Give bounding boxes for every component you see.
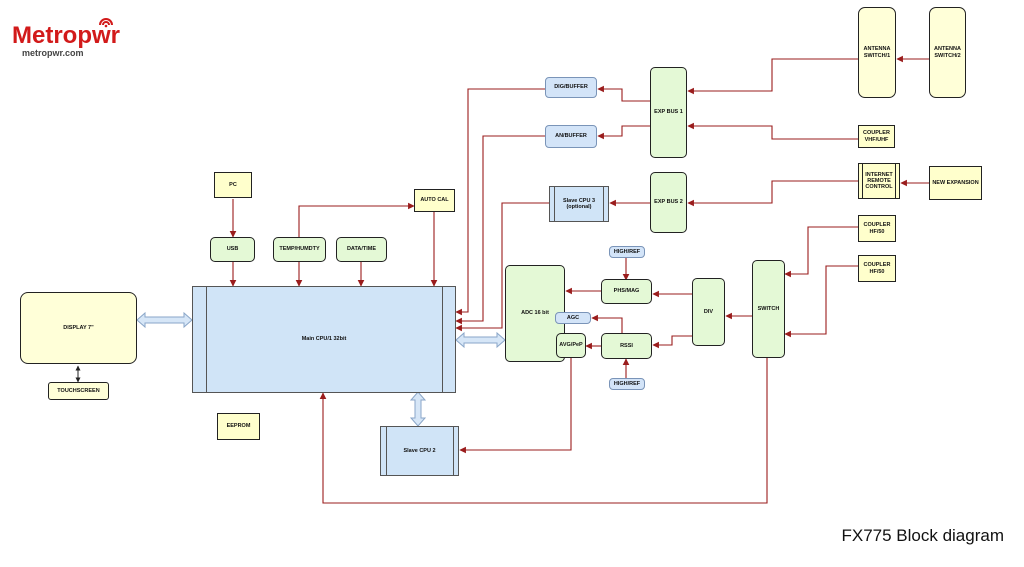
- block-main-cpu: Main CPU/1 32bit: [192, 286, 456, 393]
- block-coupler-hf50-1: COUPLER HF/50: [858, 215, 896, 242]
- block-data-time: DATA/TIME: [336, 237, 387, 262]
- wire-rssi-to-agc: [591, 314, 623, 333]
- diagram-title: FX775 Block diagram: [841, 526, 1004, 545]
- block-touchscreen: TOUCHSCREEN: [48, 382, 109, 400]
- block-high-ref-bottom: HIGH/REF: [609, 378, 645, 390]
- wire-anbuffer-to-maincpu: [455, 135, 545, 325]
- block-pc: PC: [214, 172, 252, 198]
- wire-couplerhf1-to-switch: [784, 226, 858, 278]
- block-antenna-switch-1: ANTENNA SWITCH/1: [858, 7, 896, 98]
- block-new-expansion: NEW EXPANSION: [929, 166, 982, 200]
- block-adc-16-bit: ADC 16 bit: [505, 265, 565, 362]
- signal-wires: [229, 55, 929, 504]
- slave-cpu-2-label: Slave CPU 2: [403, 447, 436, 454]
- block-usb: USB: [210, 237, 255, 262]
- wire-antenna-to-expbus1: [687, 58, 858, 95]
- wire-temp-to-autocal: [298, 202, 415, 237]
- wire-remote-to-expbus2: [687, 180, 858, 207]
- wire-avgpep-to-slavecpu2: [459, 358, 572, 454]
- wire-expbus1-to-digbuffer: [597, 85, 650, 102]
- slave-cpu-3-label: Slave CPU 3 (optional): [562, 197, 596, 210]
- wire-digbuffer-to-maincpu: [455, 88, 545, 316]
- block-slave-cpu-3: Slave CPU 3 (optional): [549, 186, 609, 222]
- metropwr-logo-url: metropwr.com: [22, 48, 84, 58]
- bus-maincpu-slavecpu2: [409, 391, 427, 427]
- bus-maincpu-adc: [455, 331, 506, 349]
- bus-display-maincpu: [136, 311, 193, 329]
- wire-div-to-rssi: [652, 335, 692, 349]
- block-phs-mag: PHS/MAG: [601, 279, 652, 304]
- block-switch: SWITCH: [752, 260, 785, 358]
- block-exp-bus-1: EXP BUS 1: [650, 67, 687, 158]
- main-cpu-label: Main CPU/1 32bit: [301, 336, 347, 343]
- wire-couplerhf2-to-switch: [784, 265, 858, 338]
- block-antenna-switch-2: ANTENNA SWITCH/2: [929, 7, 966, 98]
- metropwr-logo: Metropwr: [12, 22, 120, 49]
- block-exp-bus-2: EXP BUS 2: [650, 172, 687, 233]
- block-display-7: DISPLAY 7": [20, 292, 137, 364]
- block-high-ref-top: HIGH/REF: [609, 246, 645, 258]
- block-eeprom: EEPROM: [217, 413, 260, 440]
- internet-remote-control-label: INTERNET REMOTE CONTROL: [865, 171, 893, 191]
- block-auto-cal: AUTO CAL: [414, 189, 455, 212]
- wire-switch-to-maincpu: [319, 358, 768, 504]
- wire-slavecpu3-to-maincpu: [455, 202, 549, 332]
- block-an-buffer: AN/BUFFER: [545, 125, 597, 148]
- block-div: DIV: [692, 278, 725, 346]
- block-dig-buffer: DIG/BUFFER: [545, 77, 597, 98]
- block-internet-remote-control: INTERNET REMOTE CONTROL: [858, 163, 900, 199]
- block-rssi: RSSI: [601, 333, 652, 359]
- wifi-signal-icon: [99, 18, 113, 28]
- block-avg-pep: AVG/PeP: [556, 333, 586, 358]
- block-coupler-vhf-uhf: COUPLER VHF/UHF: [858, 125, 895, 148]
- wire-coupler-vhf-to-expbus1: [687, 122, 858, 140]
- block-slave-cpu-2: Slave CPU 2: [380, 426, 459, 476]
- wire-expbus1-to-anbuffer: [597, 125, 650, 140]
- block-coupler-hf50-2: COUPLER HF/50: [858, 255, 896, 282]
- block-agc: AGC: [555, 312, 591, 324]
- block-temp-humdty: TEMP/HUMDTY: [273, 237, 326, 262]
